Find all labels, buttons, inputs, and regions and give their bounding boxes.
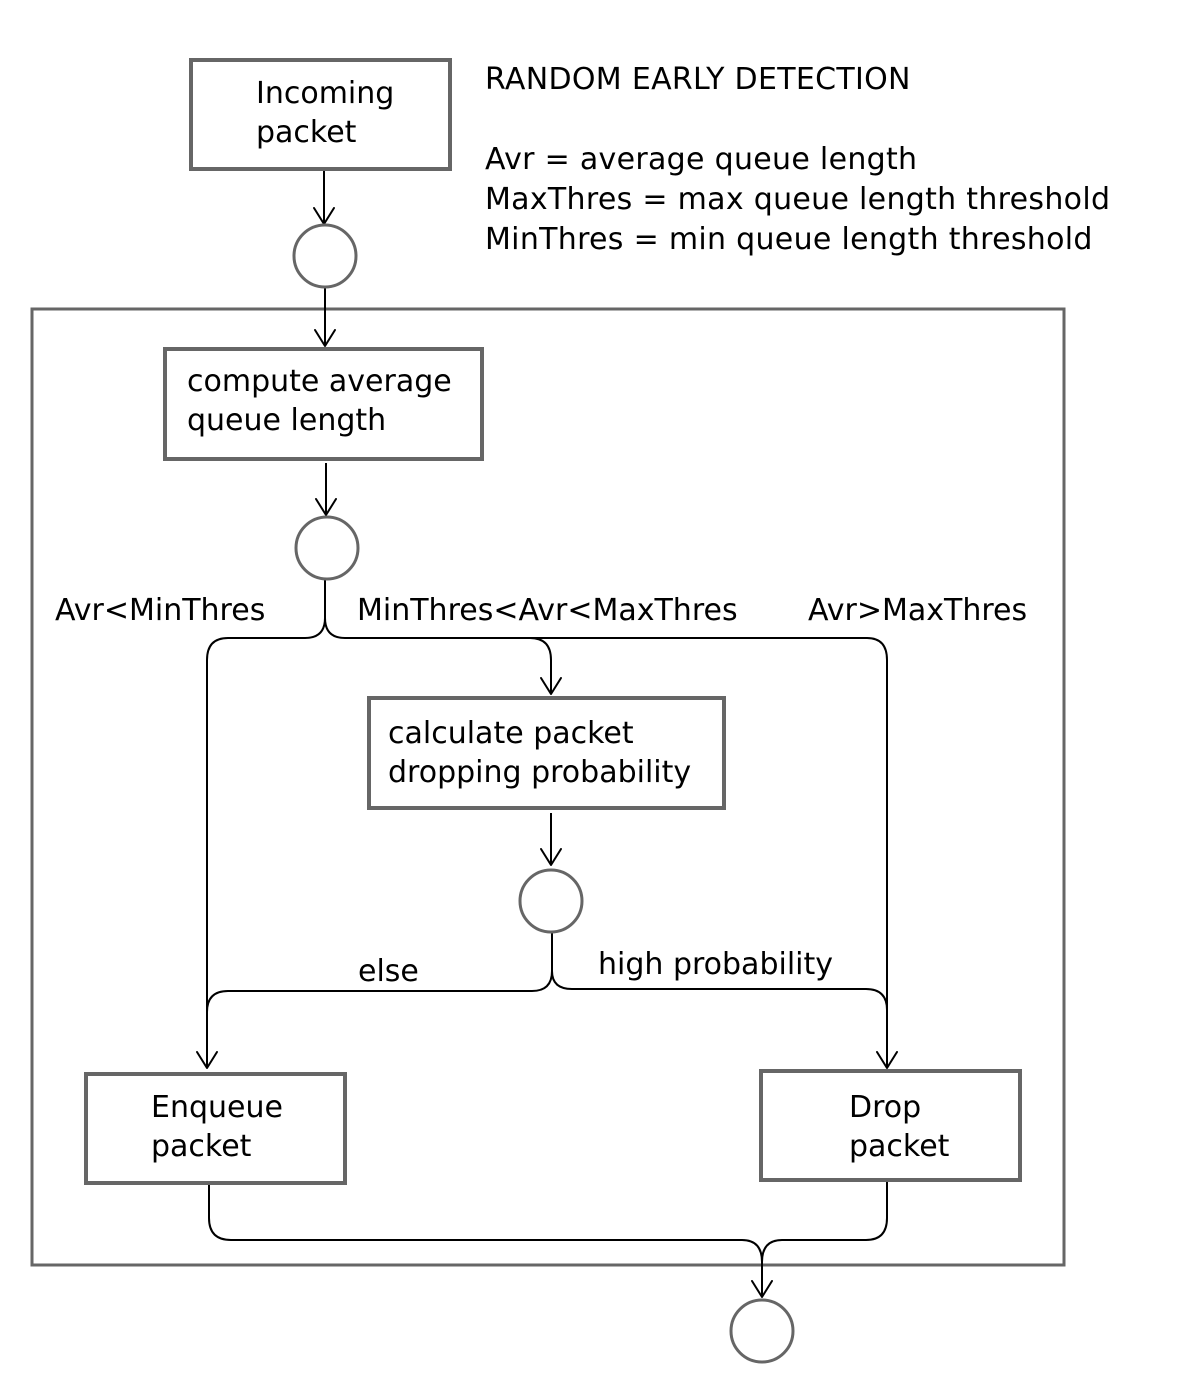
arrowhead-icon — [540, 848, 562, 866]
flow-edges — [206, 170, 888, 1295]
drop-packet-line2: packet — [849, 1129, 950, 1164]
edge-label-else: else — [358, 954, 419, 989]
incoming-packet-box — [189, 58, 452, 171]
legend-title: RANDOM EARLY DETECTION — [485, 62, 911, 97]
calculate-probability-line2: dropping probability — [388, 755, 691, 790]
arrowhead-icon — [876, 1051, 898, 1069]
enqueue-packet-line1: Enqueue — [151, 1090, 283, 1125]
edge-to-enqueue — [206, 580, 326, 1066]
compute-average-line2: queue length — [187, 403, 386, 438]
edge-else — [206, 933, 553, 1013]
arrowhead-icon — [315, 498, 337, 516]
calculate-probability-line1: calculate packet — [388, 716, 634, 751]
edge-high-probability — [551, 970, 888, 1011]
edge-label-above-max: Avr>MaxThres — [808, 593, 1027, 628]
arrowhead-icon — [196, 1051, 218, 1069]
compute-average-line1: compute average — [187, 364, 452, 399]
edge-label-high-probability: high probability — [598, 947, 833, 982]
edge-to-drop — [530, 637, 888, 1066]
arrowhead-icon — [540, 677, 562, 695]
incoming-packet-line1: Incoming — [256, 76, 394, 111]
compute-average-box — [163, 347, 484, 461]
edge-label-between: MinThres<Avr<MaxThres — [357, 593, 738, 628]
incoming-packet-line2: packet — [256, 115, 357, 150]
drop-packet-box — [759, 1069, 1022, 1182]
edge-to-calculate — [324, 617, 552, 693]
merge-node-start — [292, 223, 358, 289]
arrowhead-icon — [314, 329, 336, 347]
edge-drop-to-final — [761, 1181, 888, 1263]
drop-packet-line1: Drop — [849, 1090, 921, 1125]
threshold-decision-node — [294, 515, 360, 581]
legend-minthres: MinThres = min queue length threshold — [485, 222, 1093, 257]
probability-decision-node — [518, 868, 584, 934]
enqueue-packet-box — [84, 1072, 347, 1185]
process-frame — [30, 307, 1066, 1267]
legend-maxthres: MaxThres = max queue length threshold — [485, 182, 1110, 217]
final-merge-node — [729, 1298, 795, 1364]
edge-enqueue-to-final — [208, 1184, 763, 1295]
enqueue-packet-line2: packet — [151, 1129, 252, 1164]
calculate-probability-box — [367, 696, 726, 810]
legend-avr: Avr = average queue length — [485, 142, 917, 177]
arrowhead-icon — [751, 1280, 773, 1298]
edge-label-below-min: Avr<MinThres — [55, 593, 265, 628]
